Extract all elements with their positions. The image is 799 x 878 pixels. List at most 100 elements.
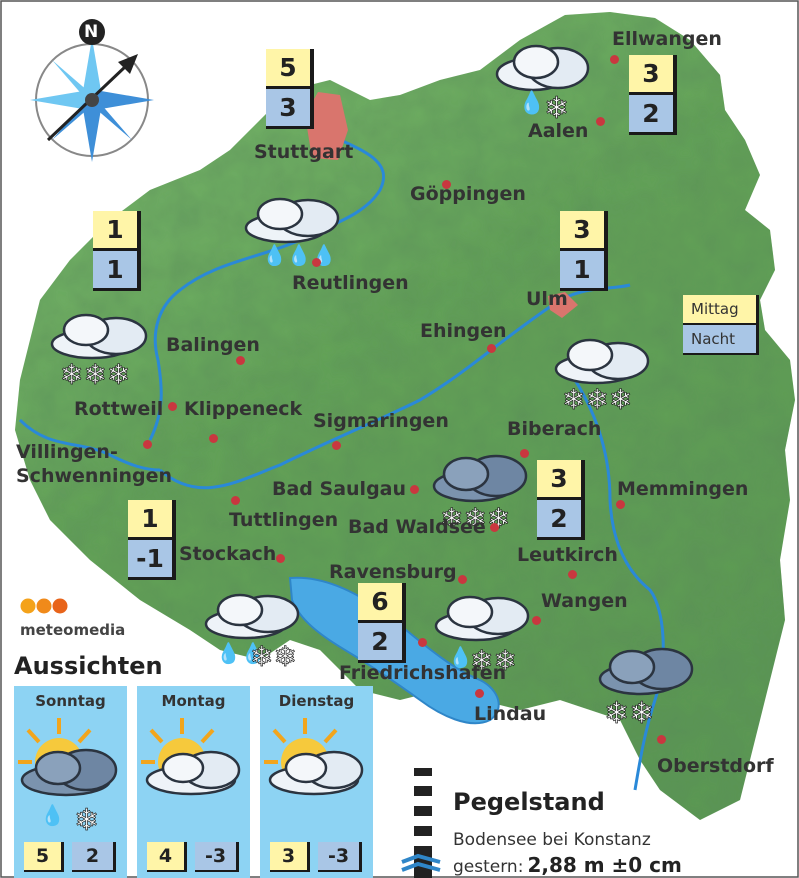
outlook-day-name: Montag [161,692,226,710]
svg-text:❄❄❄: ❄❄❄ [60,358,130,386]
brand-logo: meteomedia [20,597,125,639]
city-label-ellwangen: Ellwangen [612,28,722,50]
city-dot-friedrichshafen [418,638,427,647]
city-label-reutlingen: Reutlingen [292,272,409,294]
city-dot-ravensburg [458,575,467,584]
cloud-rain-snow-icon: 💧 ❄ [495,44,590,124]
city-dot-goeppingen [442,180,451,189]
water-level-reading: gestern:2,88 m ±0 cm [453,853,682,877]
city-label-stockach: Stockach [179,543,277,565]
sun-cloud-icon [264,718,364,796]
svg-text:❄: ❄ [74,803,99,838]
outlook-temp-midday: 3 [270,842,310,872]
svg-text:❄❄: ❄❄ [470,644,517,672]
city-label-goeppingen: Göppingen [410,183,526,205]
temp-night: 1 [560,251,608,291]
city-label-leutkirch: Leutkirch [517,544,618,566]
city-label-bad-waldsee: Bad Waldsee [348,516,486,538]
outlook-day-name: Sonntag [35,692,106,710]
city-dot-lindau [475,689,484,698]
outlook-day-name: Dienstag [278,692,355,710]
brand-name: meteomedia [20,621,126,639]
cloud-snow-icon: ❄❄❄ [554,338,650,411]
city-dot-ellwangen [610,55,619,64]
stuttgart-area [305,92,348,160]
cloud-rain-snow-icon: 💧💧 ❄❄ [204,593,300,668]
city-dot-leutkirch [568,570,577,579]
city-dot-ehingen [487,344,496,353]
temp-midday: 1 [93,211,141,251]
city-label-aalen: Aalen [528,120,589,142]
outlook-temp-night: -3 [318,842,362,872]
water-level-title: Pegelstand [453,788,605,816]
svg-text:💧: 💧 [448,645,473,669]
temp-box-stuttgart: 5 3 [266,49,314,129]
city-dot-stockach [276,554,285,563]
city-label-villingen: Villingen- Schwenningen [16,441,173,487]
city-dot-aalen [596,117,605,126]
city-dot-bad-saulgau [410,485,419,494]
city-dot-balingen [236,356,245,365]
temp-night: 1 [93,251,141,291]
legend-night: Nacht [683,325,759,355]
water-level-label: gestern: [453,857,524,877]
temp-box-biberach: 3 2 [537,460,585,540]
outlook-day: Dienstag 3 -3 [260,686,373,878]
sun-cloud-rain-snow-icon: 💧 ❄ [18,718,118,838]
city-label-stuttgart: Stuttgart [254,141,354,163]
temp-night: 2 [629,95,677,135]
city-label-lindau: Lindau [474,703,547,725]
outlook-day: Montag 4 -3 [137,686,250,878]
svg-text:❄❄❄: ❄❄❄ [562,383,632,411]
compass-north-label: N [84,22,99,42]
temp-night: 2 [537,500,585,540]
meteomedia-logo-icon [20,598,68,614]
temp-midday: 6 [358,583,406,623]
svg-text:❄❄: ❄❄ [604,696,654,727]
cloud-rain-snow-icon: 💧 ❄❄ [434,595,530,672]
city-label-wangen: Wangen [541,590,628,612]
city-dot-sigmaringen [332,441,341,450]
svg-text:❄: ❄ [544,91,569,124]
city-dot-villingen [143,440,152,449]
city-label-tuttlingen: Tuttlingen [229,509,339,531]
city-label-oberstdorf: Oberstdorf [657,755,774,777]
outlook-temp-midday: 5 [24,842,64,872]
city-label-ulm: Ulm [526,288,568,310]
outlook-day: Sonntag 💧 ❄ 5 2 [14,686,127,878]
city-label-bad-saulgau: Bad Saulgau [272,478,407,500]
pegel-gauge-icon [401,768,441,878]
water-level-location: Bodensee bei Konstanz [453,830,651,850]
svg-text:💧: 💧 [40,803,65,827]
city-dot-memmingen [616,500,625,509]
city-dot-bad-waldsee [490,523,499,532]
temp-midday: 3 [537,460,585,500]
cloud-snow-icon: ❄❄❄ [50,313,148,386]
city-dot-biberach [520,449,529,458]
outlook-temp-midday: 4 [147,842,187,872]
city-dot-reutlingen [312,258,321,267]
temp-midday: 1 [128,500,176,540]
outlook-temp-night: 2 [72,842,116,872]
city-dot-klippeneck [209,434,218,443]
temp-midday: 5 [266,49,314,89]
temp-box-balingen: 1 1 [93,211,141,291]
city-dot-oberstdorf [657,735,666,744]
svg-text:💧💧: 💧💧 [216,641,266,665]
outlook-title: Aussichten [14,652,163,680]
temp-midday: 3 [560,211,608,251]
temp-night: 2 [358,623,406,663]
water-level-value: 2,88 m ±0 cm [527,853,682,877]
temp-box-friedrichshafen: 6 2 [358,583,406,663]
temp-midday: 3 [629,55,677,95]
outlook-temp-night: -3 [195,842,239,872]
city-dot-wangen [532,616,541,625]
city-dot-rottweil [168,402,177,411]
temp-box-ulm: 3 1 [560,211,608,291]
city-label-rottweil: Rottweil [74,398,164,420]
temp-box-tuttlingen: 1 -1 [128,500,176,580]
svg-text:❄❄: ❄❄ [250,640,297,668]
city-label-klippeneck: Klippeneck [184,398,303,420]
temp-night: 3 [266,89,314,129]
